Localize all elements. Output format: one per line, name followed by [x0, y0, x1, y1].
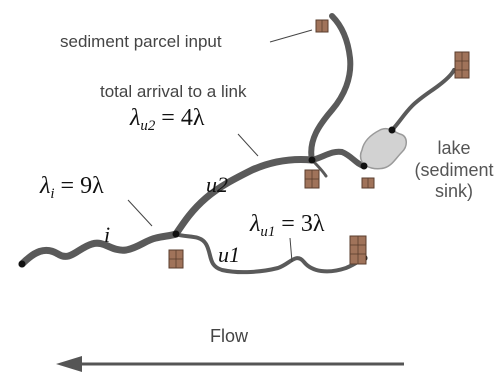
- node-outlet: [18, 260, 26, 268]
- leader-sediment-input: [269, 29, 313, 43]
- parcel-stack-junction: [168, 249, 184, 269]
- parcel-stack-upper-right: [454, 51, 470, 79]
- label-flow: Flow: [210, 326, 249, 346]
- leader-lambda-u1: [289, 237, 293, 263]
- node-lake-inlet: [360, 162, 368, 170]
- parcel-single-lake: [361, 177, 375, 189]
- tributary-north: [308, 13, 354, 163]
- parcel-stack-upper-junction: [304, 169, 320, 189]
- parcel-single-input: [315, 19, 329, 33]
- parcel-stack-u1: [349, 235, 367, 265]
- label-sediment-input: sediment parcel input: [60, 32, 222, 51]
- link-upper-right: [390, 68, 456, 132]
- label-lake: lake (sediment sink): [414, 138, 494, 203]
- link-u1: [174, 232, 366, 275]
- equation-lambda-i: λi = 9λ: [40, 173, 104, 203]
- lake-line-2: (sediment: [414, 159, 494, 180]
- link-u2: [172, 156, 316, 238]
- lake-line-3: sink): [434, 181, 473, 202]
- leader-total-arrival: [237, 133, 259, 157]
- leader-lambda-i: [127, 199, 153, 227]
- flow-arrow-head: [56, 356, 82, 372]
- label-link-u2: u2: [206, 172, 228, 197]
- link-i: [18, 230, 180, 268]
- lake: [359, 127, 407, 170]
- lake-line-1: lake: [437, 138, 471, 158]
- label-link-i: i: [104, 222, 111, 247]
- node-upper-junction: [308, 156, 316, 164]
- label-total-arrival: total arrival to a link: [100, 82, 247, 101]
- node-junction: [172, 230, 180, 238]
- node-lake-outlet: [388, 126, 396, 134]
- equation-lambda-u1: λu1 = 3λ: [250, 211, 325, 241]
- label-link-u1: u1: [218, 242, 240, 267]
- link-to-lake: [309, 148, 367, 169]
- equation-lambda-u2: λu2 = 4λ: [130, 105, 205, 135]
